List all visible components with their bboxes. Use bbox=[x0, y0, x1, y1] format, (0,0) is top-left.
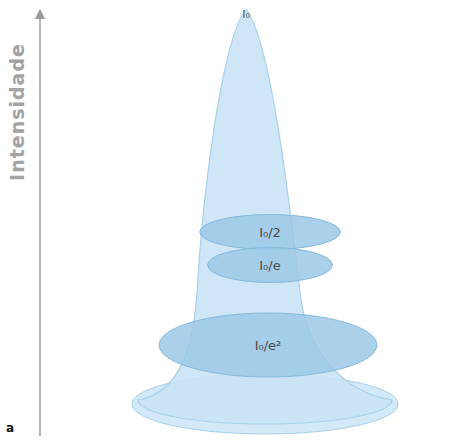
level-label: I₀/e bbox=[259, 258, 280, 273]
level-label: I₀/e² bbox=[255, 338, 282, 353]
ellipse-shape bbox=[159, 313, 377, 377]
ellipse-shape bbox=[208, 248, 333, 283]
level-label: I₀/2 bbox=[259, 225, 281, 240]
gaussian-bell bbox=[138, 9, 392, 424]
axis-title: Intensidade bbox=[6, 43, 28, 181]
intensity-level-ellipse: I₀/e² bbox=[158, 312, 378, 378]
intensity-level-ellipse: I₀/e bbox=[207, 247, 333, 283]
intensity-level-ellipse: I₀/2 bbox=[199, 214, 341, 250]
ellipse-shape bbox=[200, 215, 341, 250]
peak-label: I₀ bbox=[242, 8, 250, 21]
intensity-axis bbox=[39, 14, 41, 436]
panel-letter: a bbox=[6, 421, 14, 435]
